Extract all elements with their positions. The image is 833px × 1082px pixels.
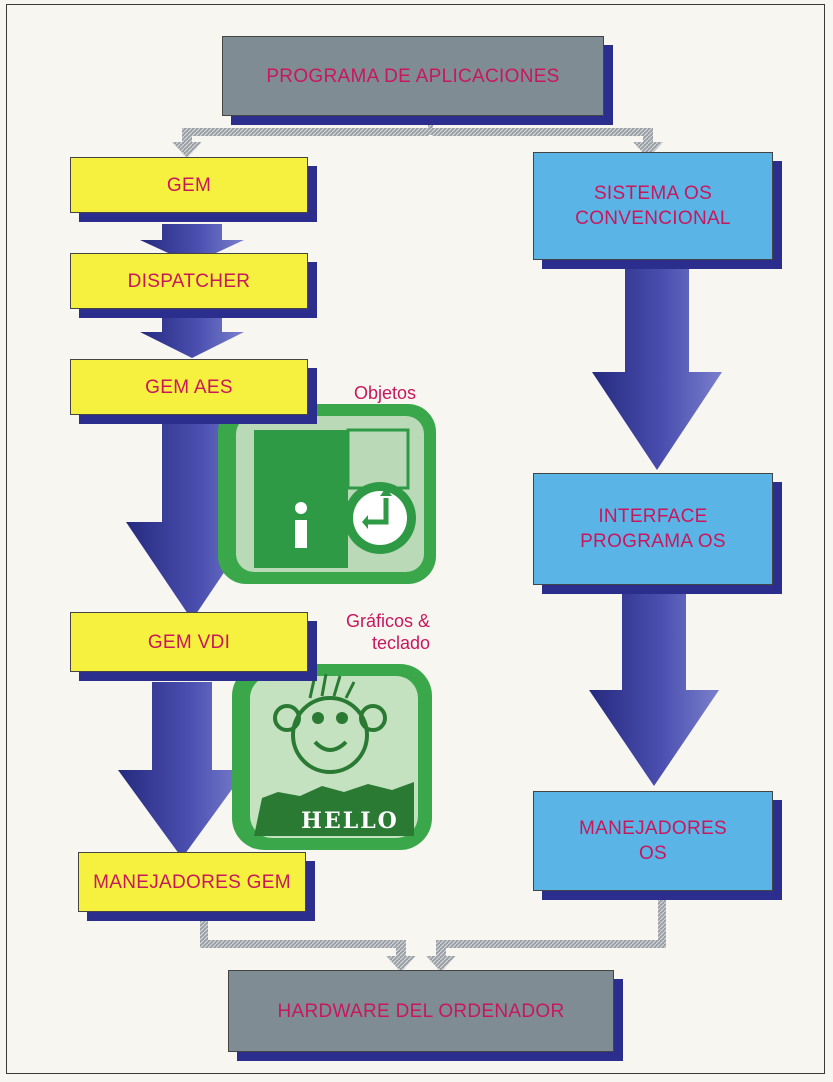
os-program-interface-box: INTERFACE PROGRAMA OS xyxy=(533,473,773,585)
gem-label: GEM xyxy=(166,174,212,196)
arrow-dispatcher-to-aes xyxy=(140,318,244,358)
arrow-interface-to-drivers xyxy=(589,588,719,786)
dispatcher-box: DISPATCHER xyxy=(70,253,308,309)
computer-hardware-box: HARDWARE DEL ORDENADOR xyxy=(228,970,614,1052)
gem-aes-label: GEM AES xyxy=(145,376,233,398)
hello-screen-icon xyxy=(232,664,432,850)
bottom-merge-connector xyxy=(200,880,666,972)
os-drivers-label-line1: MANEJADORES xyxy=(579,818,727,839)
conventional-os-box: SISTEMA OS CONVENCIONAL xyxy=(533,152,773,260)
os-interface-label-line1: INTERFACE xyxy=(598,506,708,527)
arrow-os-to-interface xyxy=(592,264,722,470)
gem-drivers-label: MANEJADORES GEM xyxy=(93,871,291,893)
objects-label: Objetos xyxy=(353,383,416,403)
graphics-label-line1: Gráficos & xyxy=(345,611,430,631)
hello-text: HELLO xyxy=(301,808,399,834)
objects-screen-icon xyxy=(218,404,436,584)
os-drivers-box: MANEJADORES OS xyxy=(533,791,773,891)
conventional-os-label-line2: CONVENCIONAL xyxy=(575,208,731,229)
face-icon xyxy=(291,696,369,774)
gem-vdi-label: GEM VDI xyxy=(147,631,231,653)
application-program-label: PROGRAMA DE APLICACIONES xyxy=(266,65,560,87)
arrow-vdi-to-drivers xyxy=(118,682,246,858)
os-drivers-label-line2: OS xyxy=(638,843,668,864)
graphics-label-line2: teclado xyxy=(371,633,430,653)
application-program-box: PROGRAMA DE APLICACIONES xyxy=(222,36,604,116)
computer-hardware-label: HARDWARE DEL ORDENADOR xyxy=(277,1000,565,1022)
gem-drivers-box: MANEJADORES GEM xyxy=(78,852,306,912)
dispatcher-label: DISPATCHER xyxy=(127,270,251,292)
conventional-os-label-line1: SISTEMA OS xyxy=(593,183,713,204)
gem-box: GEM xyxy=(70,157,308,213)
gem-vdi-box: GEM VDI xyxy=(70,612,308,672)
top-split-connector xyxy=(172,123,663,158)
os-interface-label-line2: PROGRAMA OS xyxy=(580,531,726,552)
info-icon xyxy=(295,502,307,514)
gem-aes-box: GEM AES xyxy=(70,359,308,415)
diagram-frame xyxy=(6,4,825,1074)
arrow-gem-to-dispatcher xyxy=(140,224,244,264)
